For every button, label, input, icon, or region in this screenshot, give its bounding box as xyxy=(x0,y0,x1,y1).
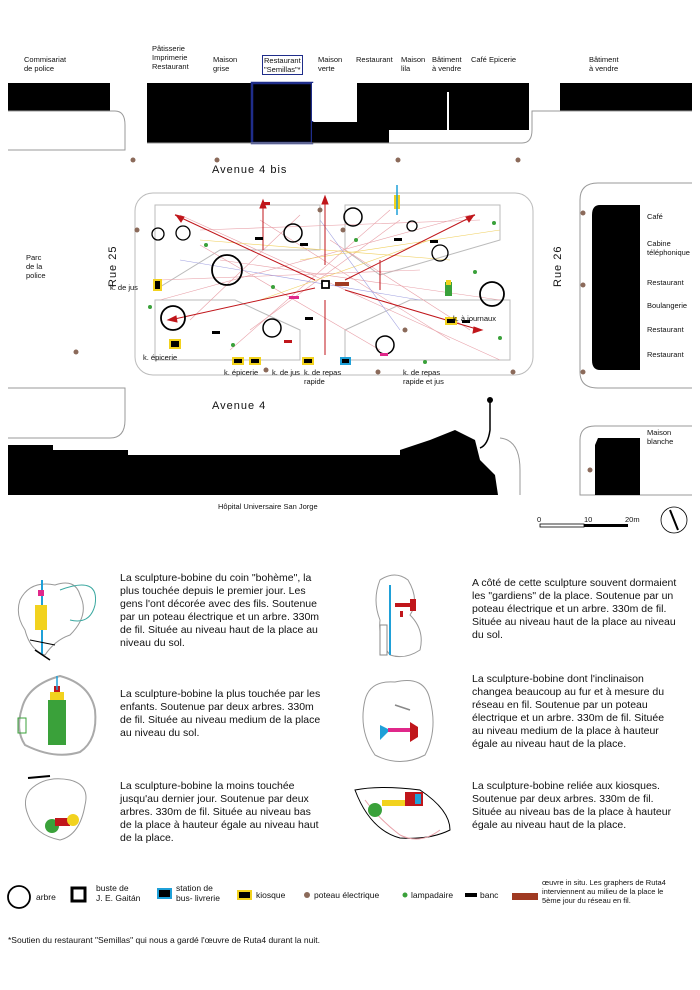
sculpture-2 xyxy=(375,574,422,658)
label-right-5: Restaurant xyxy=(647,350,684,359)
building-batiment xyxy=(449,83,529,130)
building-maison-lila xyxy=(389,83,449,130)
legend-oeuvre-icon xyxy=(512,893,538,900)
description-3: La sculpture-bobine la plus touchée par … xyxy=(120,688,321,739)
building-batiment-2 xyxy=(560,83,692,111)
description-6: La sculpture-bobine reliée aux kiosques.… xyxy=(472,780,672,831)
legend-buste: buste de J. E. Gaitán xyxy=(96,883,141,903)
label-right-2: Restaurant xyxy=(647,278,684,287)
legend-arbre: arbre xyxy=(36,892,56,902)
building-maison-verte xyxy=(312,122,357,143)
label-maison-blanche: Maison blanche xyxy=(647,428,674,446)
label-semillas: Restaurant "Semillas"* xyxy=(262,55,303,75)
scale-tick-10: 10 xyxy=(584,515,593,524)
plaza-sculptures xyxy=(262,185,452,356)
label-right-4: Restaurant xyxy=(647,325,684,334)
label-cafe-top: Café xyxy=(471,55,487,64)
street-rue-25: Rue 25 xyxy=(107,245,119,287)
sculpture-1 xyxy=(17,580,97,661)
label-patisserie: Pâtisserie Imprimerie Restaurant xyxy=(152,44,189,71)
scale-tick-20: 20m xyxy=(625,515,640,524)
legend-lampadaire: lampadaire xyxy=(411,890,454,900)
label-right-3: Boulangerie xyxy=(647,301,688,310)
legend-arbre-icon xyxy=(7,885,31,909)
label-epicerie-top: Epicerie xyxy=(489,55,517,64)
legend-station: station de bus- livrerie xyxy=(176,883,220,903)
building-semillas xyxy=(250,81,314,145)
sculpture-5 xyxy=(24,775,87,841)
oeuvre-in-situ xyxy=(335,282,349,286)
label-commissariat: Commisariat de police xyxy=(24,55,67,73)
description-2: A côté de cette sculpture souvent dormai… xyxy=(472,577,677,641)
description-4: La sculpture-bobine dont l'inclinaison c… xyxy=(472,673,665,750)
building-restaurant xyxy=(357,83,389,143)
scale-bar xyxy=(539,523,628,528)
kiosk-epicerie-bottom: k. épicerie xyxy=(224,368,259,377)
legend-poteau-icon xyxy=(304,892,310,898)
kiosks xyxy=(153,279,457,365)
kiosk-jus-left: k. de jus xyxy=(110,283,138,292)
poles xyxy=(73,157,593,473)
label-batiment-vendre-1: Bâtiment à vendre xyxy=(432,55,462,73)
top-buildings xyxy=(8,81,692,145)
label-hospital: Hôpital Universaire San Jorge xyxy=(218,502,318,511)
legend-poteau: poteau électrique xyxy=(314,890,380,900)
building-commissariat xyxy=(8,83,110,111)
sculpture-4 xyxy=(362,680,434,762)
benches xyxy=(212,237,470,334)
legend-lampadaire-icon xyxy=(402,892,408,898)
kiosk-journaux: k. à journaux xyxy=(453,314,496,323)
kiosk-epicerie-left: k. épicerie xyxy=(143,353,178,362)
street-rue-26: Rue 26 xyxy=(552,245,564,287)
label-right-1: Cabine téléphonique xyxy=(647,239,690,257)
legend-oeuvre: œuvre in situ. Les graphers de Ruta4 int… xyxy=(542,878,666,905)
label-maison-lila: Maison lila xyxy=(401,55,426,73)
building-patisserie xyxy=(147,83,252,143)
scale-tick-0: 0 xyxy=(537,515,542,524)
label-right-0: Café xyxy=(647,212,663,221)
trees xyxy=(151,207,505,355)
bust-gaitan xyxy=(321,280,330,289)
kiosk-jus-bottom: k. de jus xyxy=(272,368,300,377)
label-batiment-vendre-2: Bâtiment à vendre xyxy=(589,55,619,73)
lamps xyxy=(148,221,502,364)
bus-station xyxy=(340,357,351,365)
description-5: La sculpture-bobine la moins touchée jus… xyxy=(120,780,319,844)
kiosk-repas: k. de repas rapide xyxy=(304,368,342,386)
footnote: *Soutien du restaurant "Semillas" qui no… xyxy=(8,935,320,945)
street-avenue-4bis: Avenue 4 bis xyxy=(212,164,288,176)
label-maison-grise: Maison grise xyxy=(213,55,238,73)
north-compass xyxy=(660,506,688,534)
description-1: La sculpture-bobine du coin "bohème", la… xyxy=(120,572,320,649)
label-parc: Parc de la police xyxy=(26,253,46,280)
sculpture-3 xyxy=(17,674,97,756)
sculpture-6 xyxy=(354,787,451,840)
label-maison-verte: Maison verte xyxy=(318,55,343,73)
legend-station-icon xyxy=(157,888,172,899)
kiosk-repas-jus: k. de repas rapide et jus xyxy=(403,368,444,386)
legend-symbols xyxy=(7,885,538,909)
street-avenue-4: Avenue 4 xyxy=(212,400,267,412)
bottom-buildings xyxy=(8,430,498,495)
label-restaurant-top: Restaurant xyxy=(356,55,393,64)
thread-network xyxy=(159,209,501,361)
legend-kiosque: kiosque xyxy=(256,890,286,900)
legend-banc: banc xyxy=(480,890,499,900)
right-buildings xyxy=(592,205,640,495)
legend-kiosque-icon xyxy=(237,890,252,900)
arrows xyxy=(166,194,484,355)
legend-banc-icon xyxy=(465,893,477,897)
plaza-outline xyxy=(134,192,534,376)
legend-buste-icon xyxy=(70,886,87,903)
